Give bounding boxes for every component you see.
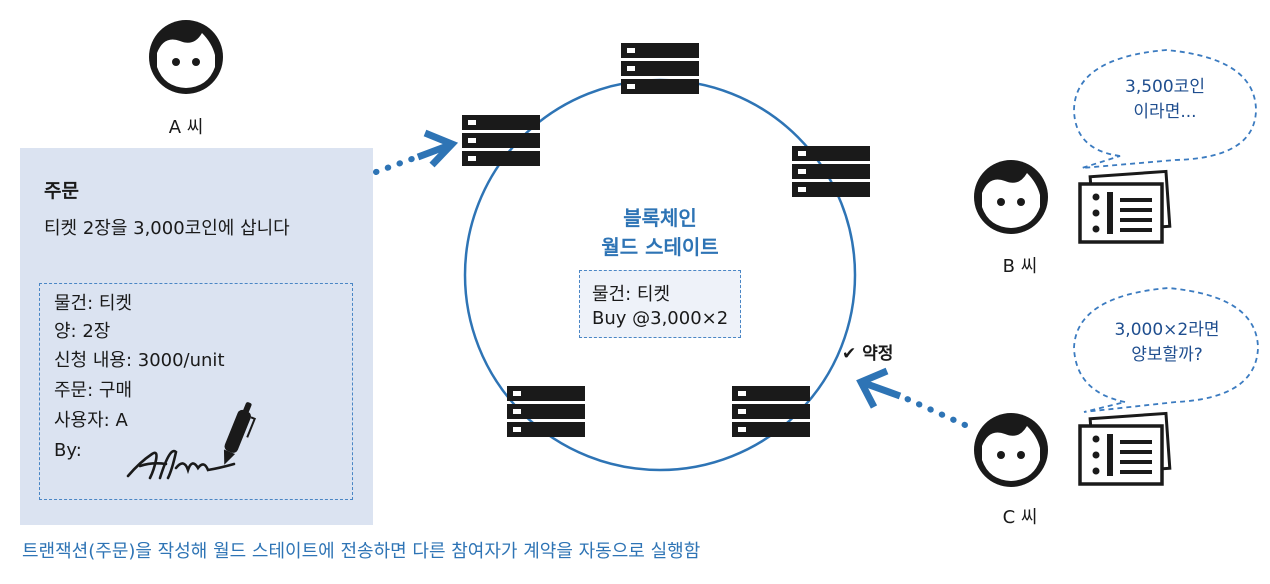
order-details-box — [39, 283, 353, 500]
detail-order-type: 주문: 구매 — [54, 380, 133, 401]
pen-icon — [223, 402, 257, 465]
person-b-label: B 씨 — [1002, 256, 1038, 277]
detail-quantity: 양: 2장 — [54, 321, 111, 342]
state-item: 물건: 티켓 — [592, 284, 671, 305]
server-icon — [462, 115, 540, 166]
bubble-b-line1: 3,500코인 — [1125, 77, 1205, 97]
person-icon — [974, 160, 1048, 234]
server-icon — [732, 386, 810, 437]
world-state-title: 월드 스테이트 — [601, 235, 719, 259]
diagram-caption: 트랜잭션(주문)을 작성해 월드 스테이트에 전송하면 다른 참여자가 계약을 … — [22, 541, 701, 562]
detail-user: 사용자: A — [54, 410, 128, 431]
bubble-c-line2: 양보할까? — [1131, 345, 1203, 365]
order-description: 티켓 2장을 3,000코인에 삽니다 — [44, 218, 290, 239]
detail-item: 물건: 티켓 — [54, 293, 133, 314]
state-order: Buy @3,000×2 — [592, 308, 729, 329]
detail-by: By: — [54, 440, 82, 461]
agreement-label: ✔ 약정 — [842, 344, 894, 364]
signature-icon — [126, 449, 236, 480]
speech-bubble-b — [1073, 49, 1257, 169]
arrow-icon — [856, 367, 968, 428]
server-icon — [621, 43, 699, 94]
server-icon — [792, 146, 870, 197]
order-title: 주문 — [44, 180, 79, 202]
bubble-c-line1: 3,000×2라면 — [1114, 320, 1220, 340]
speech-bubble-c — [1073, 287, 1259, 413]
detail-request: 신청 내용: 3000/unit — [54, 350, 225, 371]
world-state-box — [579, 270, 741, 338]
ticket-icon — [1078, 169, 1172, 244]
person-icon — [149, 20, 223, 94]
person-a-label: A 씨 — [168, 117, 204, 138]
blockchain-title: 블록체인 — [623, 206, 697, 230]
person-c-label: C 씨 — [1002, 507, 1038, 528]
bubble-b-line2: 이라면... — [1133, 102, 1197, 122]
person-icon — [974, 413, 1048, 487]
order-panel — [20, 148, 373, 525]
server-icon — [507, 386, 585, 437]
ticket-icon — [1078, 411, 1172, 486]
arrow-icon — [373, 129, 459, 175]
